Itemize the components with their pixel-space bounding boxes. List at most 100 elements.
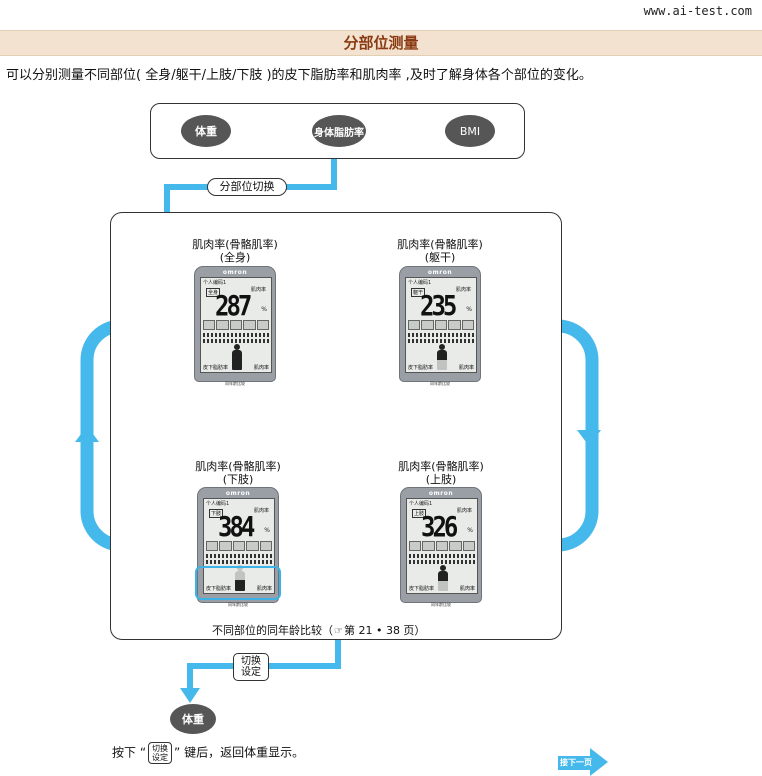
top-mode-box: 体重 身体脂肪率 BMI — [150, 103, 525, 159]
caption-line2: (下肢) — [222, 473, 254, 486]
next-page-shape — [558, 748, 608, 776]
section-header: 分部位测量 — [0, 30, 762, 56]
level-bar — [206, 560, 272, 564]
device-whole-body: omron 个人编码1 全身 肌肉率 287 % 皮下脂肪率 肌肉率 同年龄比较 — [194, 266, 276, 386]
device-unit: 肌肉率 — [456, 508, 472, 514]
device-screen: 个人编码1 上肢 肌肉率 326 % 皮下脂肪率 肌肉率 — [406, 498, 478, 594]
compare-note-prefix: 不同部位的同年龄比较（ — [212, 624, 333, 637]
device-profile: 个人编码1 — [206, 501, 230, 507]
device-profile: 个人编码1 — [408, 280, 432, 286]
next-page-button[interactable]: 接下一页 — [558, 746, 608, 770]
reading-value: 235 — [420, 289, 457, 323]
device-foot: 皮下脂肪率 肌肉率 — [409, 585, 475, 592]
switch-setup-key: 切换 设定 — [233, 653, 269, 681]
caption-line2: (全身) — [219, 251, 251, 264]
device-unit: 肌肉率 — [455, 287, 471, 293]
foot-left: 皮下脂肪率 — [206, 586, 232, 592]
level-bar — [408, 333, 474, 337]
level-bar — [203, 339, 269, 343]
caption-upper-limbs: 肌肉率(骨骼肌率) (上肢) — [386, 460, 496, 486]
foot-right: 肌肉率 — [253, 365, 269, 371]
device-base-label: 同年龄比较 — [225, 381, 245, 386]
key-line2: 设定 — [241, 667, 261, 678]
segment-tag: 躯干 — [411, 288, 426, 297]
device-unit: 肌肉率 — [253, 508, 269, 514]
arrow-down-right — [577, 430, 601, 446]
mode-bmi: BMI — [445, 115, 495, 147]
foot-left: 皮下脂肪率 — [203, 365, 229, 371]
device-foot: 皮下脂肪率 肌肉率 — [203, 364, 269, 371]
level-bar — [409, 560, 475, 564]
reading-value: 326 — [421, 510, 458, 544]
percent-sign: % — [466, 306, 472, 313]
device-brand: omron — [222, 269, 248, 276]
foot-left: 皮下脂肪率 — [409, 586, 435, 592]
weight-display-pill: 体重 — [170, 704, 216, 734]
next-page-label: 接下一页 — [560, 758, 592, 767]
key-line1: 切换 — [241, 656, 261, 667]
compare-note: 不同部位的同年龄比较（☞第 21 • 38 页） — [212, 622, 425, 638]
body-figure-icon — [436, 565, 450, 591]
segment-tag: 全身 — [206, 288, 221, 297]
device-profile: 个人编码1 — [203, 280, 227, 286]
page-ref-icon: ☞ — [334, 626, 343, 637]
foot-right: 肌肉率 — [459, 586, 475, 592]
level-bar — [409, 554, 475, 558]
device-screen: 个人编码1 躯干 肌肉率 235 % 皮下脂肪率 肌肉率 — [405, 277, 477, 373]
caption-line1: 肌肉率(骨骼肌率) — [398, 460, 484, 473]
device-foot: 皮下脂肪率 肌肉率 — [206, 585, 272, 592]
percent-sign: % — [264, 527, 270, 534]
bottom-note-prefix: 按下 “ — [112, 745, 147, 760]
level-bar — [408, 339, 474, 343]
compare-note-suffix: 第 21 • 38 页） — [343, 624, 426, 637]
level-bar — [203, 333, 269, 337]
caption-line2: (躯干) — [424, 251, 456, 264]
caption-line1: 肌肉率(骨骼肌率) — [195, 460, 281, 473]
foot-right: 肌肉率 — [458, 365, 474, 371]
device-foot: 皮下脂肪率 肌肉率 — [408, 364, 474, 371]
caption-line2: (上肢) — [425, 473, 457, 486]
segment-tag: 下肢 — [209, 509, 224, 518]
mode-weight: 体重 — [181, 115, 231, 147]
device-lower-limbs: omron 个人编码1 下肢 肌肉率 384 % 皮下脂肪率 肌肉率 同年龄比较 — [197, 487, 279, 607]
device-upper-limbs: omron 个人编码1 上肢 肌肉率 326 % 皮下脂肪率 肌肉率 同年龄比较 — [400, 487, 482, 607]
site-watermark: www.ai-test.com — [643, 4, 752, 18]
mode-body-fat: 身体脂肪率 — [312, 115, 366, 147]
level-cells — [206, 541, 273, 551]
bottom-note-suffix: ” 键后，返回体重显示。 — [174, 745, 305, 760]
section-title: 分部位测量 — [343, 34, 419, 52]
caption-line1: 肌肉率(骨骼肌率) — [397, 238, 483, 251]
percent-sign: % — [261, 306, 267, 313]
segment-tag: 上肢 — [412, 509, 427, 518]
reading-value: 384 — [218, 510, 255, 544]
device-trunk: omron 个人编码1 躯干 肌肉率 235 % 皮下脂肪率 肌肉率 同年龄比较 — [399, 266, 481, 386]
caption-lower-limbs: 肌肉率(骨骼肌率) (下肢) — [183, 460, 293, 486]
foot-right: 肌肉率 — [256, 586, 272, 592]
bottom-note: 按下 “切换设定” 键后，返回体重显示。 — [112, 742, 304, 764]
reading-value: 287 — [215, 289, 252, 323]
device-base-label: 同年龄比较 — [430, 381, 450, 386]
device-brand: omron — [428, 490, 454, 497]
device-brand: omron — [225, 490, 251, 497]
intro-text: 可以分别测量不同部位( 全身/躯干/上肢/下肢 )的皮下脂肪率和肌肉率 ,及时了… — [6, 68, 592, 83]
segment-switch-label: 分部位切换 — [207, 178, 287, 196]
segment-cycle-box — [110, 212, 562, 640]
body-figure-icon — [230, 344, 244, 370]
caption-trunk: 肌肉率(骨骼肌率) (躯干) — [385, 238, 495, 264]
device-brand: omron — [427, 269, 453, 276]
device-screen: 个人编码1 下肢 肌肉率 384 % 皮下脂肪率 肌肉率 — [203, 498, 275, 594]
device-unit: 肌肉率 — [250, 287, 266, 293]
foot-left: 皮下脂肪率 — [408, 365, 434, 371]
percent-sign: % — [467, 527, 473, 534]
body-figure-icon — [435, 344, 449, 370]
body-figure-icon — [233, 565, 247, 591]
device-profile: 个人编码1 — [409, 501, 433, 507]
exit-arrow-head — [180, 688, 200, 703]
device-screen: 个人编码1 全身 肌肉率 287 % 皮下脂肪率 肌肉率 — [200, 277, 272, 373]
level-cells — [203, 320, 270, 330]
device-base-label: 同年龄比较 — [431, 602, 451, 607]
switch-setup-keycap: 切换设定 — [148, 742, 173, 764]
caption-line1: 肌肉率(骨骼肌率) — [192, 238, 278, 251]
level-bar — [206, 554, 272, 558]
level-cells — [408, 320, 475, 330]
